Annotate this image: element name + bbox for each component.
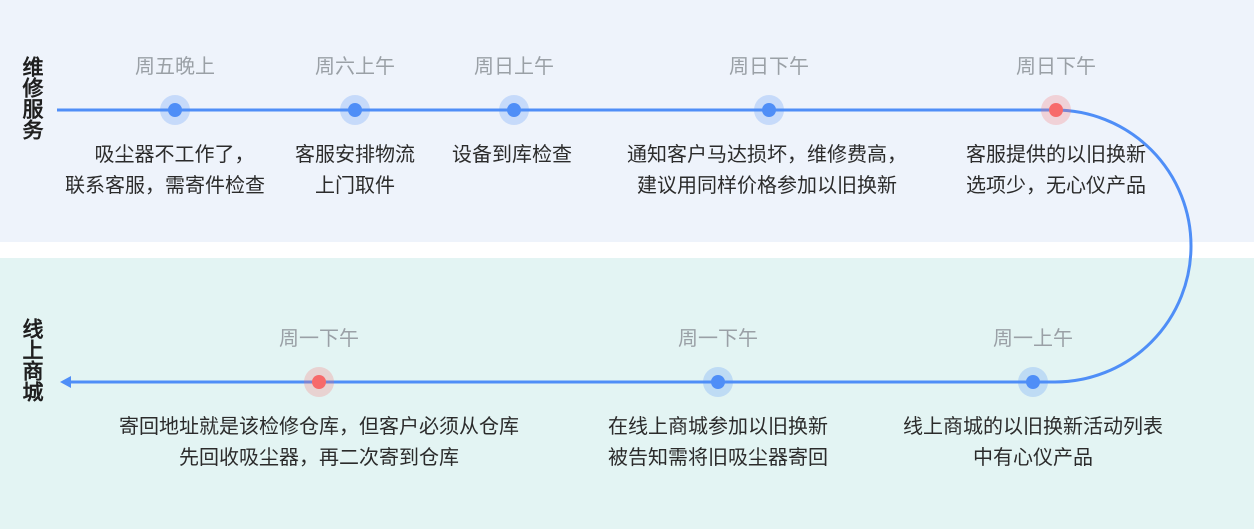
event-time: 周六上午: [315, 54, 395, 78]
event-description: 客服提供的以旧换新 选项少，无心仪产品: [966, 142, 1146, 197]
service-band: [0, 0, 1254, 242]
event-dot: [507, 103, 521, 117]
event-dot: [1026, 375, 1040, 389]
event-dot: [711, 375, 725, 389]
top-event-dots: [160, 95, 1071, 125]
event-dot-alert: [1049, 103, 1063, 117]
event-description: 通知客户马达损坏，维修费高， 建议用同样价格参加以旧换新: [627, 142, 907, 197]
event-description: 寄回地址就是该检修仓库，但客户必须从仓库 先回收吸尘器，再二次寄到仓库: [119, 414, 519, 469]
online-mall-band: [0, 258, 1254, 529]
event-description: 设备到库检查: [452, 142, 572, 166]
band-divider: [0, 242, 1254, 258]
timeline-arrowhead: [60, 376, 71, 388]
section-label-online-mall: 线上商城: [20, 318, 44, 402]
bottom-event-dots: [304, 367, 1048, 397]
event-description: 客服安排物流 上门取件: [295, 142, 415, 197]
event-dot-alert: [312, 375, 326, 389]
section-label-service: 维修服务: [20, 56, 44, 140]
event-time: 周日下午: [729, 54, 809, 78]
event-description: 吸尘器不工作了， 联系客服，需寄件检查: [65, 142, 265, 197]
event-time: 周一下午: [279, 326, 359, 350]
event-dot: [762, 103, 776, 117]
event-time: 周一上午: [993, 326, 1073, 350]
event-description: 线上商城的以旧换新活动列表 中有心仪产品: [903, 414, 1163, 469]
event-time: 周日下午: [1016, 54, 1096, 78]
event-dot: [348, 103, 362, 117]
timeline-line: [57, 108, 1193, 384]
event-time: 周一下午: [678, 326, 758, 350]
event-description: 在线上商城参加以旧换新 被告知需将旧吸尘器寄回: [608, 414, 828, 469]
event-dot: [168, 103, 182, 117]
event-time: 周日上午: [474, 54, 554, 78]
event-time: 周五晚上: [135, 54, 215, 78]
